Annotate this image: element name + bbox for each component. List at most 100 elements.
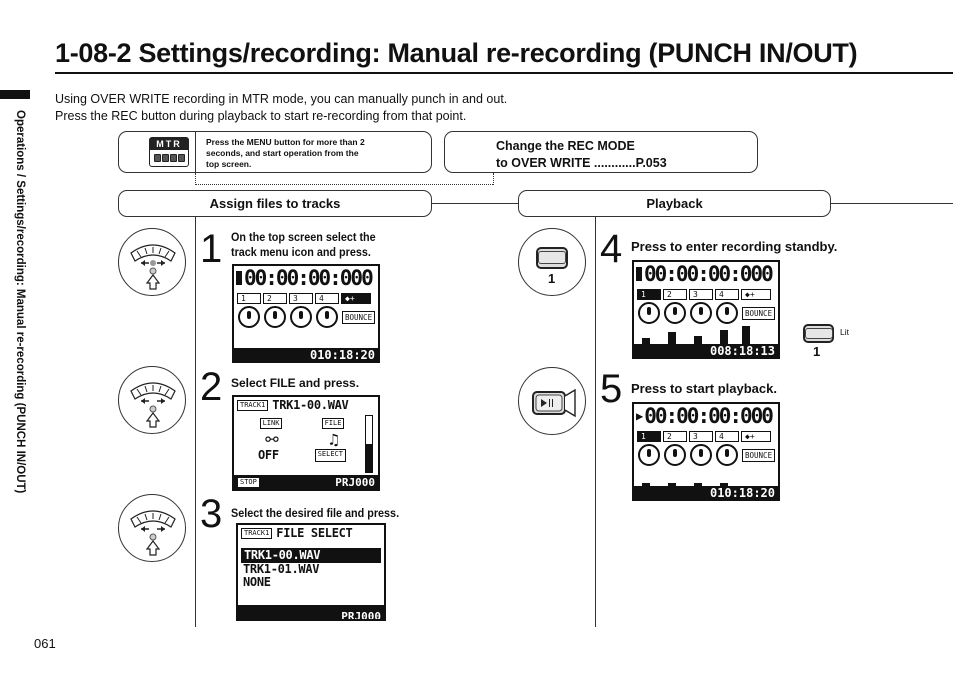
counter-bar: 008:18:13 [634, 344, 778, 358]
mtr-note-box: MTR Press the MENU button for more than … [118, 131, 432, 173]
track-indicator: 2 [263, 293, 287, 304]
step-4-text: Press to enter recording standby. [631, 239, 838, 254]
pan-knob [316, 306, 338, 328]
link-value: OFF [257, 448, 279, 462]
step-number: 3 [200, 492, 223, 536]
step-1-line-1: On the top screen select the [231, 230, 376, 244]
track-menu-icon: ◆+ [741, 431, 771, 442]
track-indicator: 3 [689, 431, 713, 442]
file-select-title: FILE SELECT [276, 526, 353, 540]
play-pause-button-icon [532, 388, 576, 418]
side-section-label: Operations / Settings/recording: Manual … [14, 110, 26, 494]
column-divider-right [595, 217, 596, 627]
connector-dotted [493, 173, 494, 185]
menu-dial-icon [118, 494, 186, 562]
bounce-label: BOUNCE [742, 448, 776, 462]
rec-mode-box: Change the REC MODE to OVER WRITE ......… [444, 131, 758, 173]
file-list-item[interactable]: NONE [243, 575, 271, 589]
step-3-text: Select the desired file and press. [231, 506, 400, 520]
pan-knob [238, 306, 260, 328]
track-button-circle: 1 [518, 228, 586, 296]
step-1-text: On the top screen select the track menu … [231, 230, 376, 260]
step-number: 5 [600, 367, 623, 411]
track-indicator: 2 [663, 289, 687, 300]
track-indicator: 3 [689, 289, 713, 300]
mtr-note-line-3: top screen. [206, 159, 252, 169]
link-icon: ⚯ [265, 430, 279, 449]
lit-label: Lit [840, 327, 849, 337]
file-icon: ♫ [329, 430, 339, 449]
play-indicator-icon: ▶ [636, 409, 644, 423]
step-2-text: Select FILE and press. [231, 376, 360, 390]
link-option: LINK [259, 418, 283, 429]
track-button-lit-icon [803, 324, 834, 343]
lcd-file-menu: TRACK1 TRK1-00.WAV LINK FILE ⚯ ♫ OFF SEL… [232, 395, 380, 491]
bounce-label: BOUNCE [342, 310, 376, 324]
project-name: PRJ000 [341, 610, 381, 621]
track-button-icon [536, 247, 568, 269]
intro-line-1: Using OVER WRITE recording in MTR mode, … [55, 92, 508, 106]
select-option: SELECT [314, 449, 346, 462]
bounce-label: BOUNCE [742, 306, 776, 320]
track-tag: TRACK1 [241, 528, 273, 539]
title-rule [55, 72, 953, 74]
track-indicator: 1 [237, 293, 261, 304]
pan-knob [716, 302, 738, 324]
timer-display: 00:00:00:000 [244, 266, 374, 290]
track-menu-icon: ◆+ [341, 293, 371, 304]
file-list-item-selected[interactable]: TRK1-00.WAV [241, 548, 381, 563]
step-1-line-2: track menu icon and press. [231, 245, 371, 259]
lcd-playback-screen: ▶ 00:00:00:000 1 2 3 4 ◆+ BOUNCE 010:18:… [632, 402, 780, 501]
step-number: 1 [200, 227, 223, 271]
menu-dial-icon [118, 228, 186, 296]
track-button-number: 1 [548, 271, 556, 286]
track-indicator-armed: 1 [637, 431, 661, 442]
mtr-mode-icon: MTR [149, 137, 189, 167]
rec-mode-text: Change the REC MODE to OVER WRITE ......… [496, 138, 667, 172]
file-option: FILE [321, 418, 345, 429]
scroll-bar [365, 415, 373, 473]
pan-knob [264, 306, 286, 328]
status-bar: STOP PRJ000 [234, 475, 378, 489]
track-tag: TRACK1 [237, 400, 269, 411]
intro-line-2: Press the REC button during playback to … [55, 109, 467, 123]
section-header-assign: Assign files to tracks [118, 190, 432, 217]
step-number: 4 [600, 227, 623, 271]
section-header-playback: Playback [518, 190, 831, 217]
track-indicator: 4 [715, 431, 739, 442]
menu-dial-icon [118, 366, 186, 434]
page-title: 1-08-2 Settings/recording: Manual re-rec… [55, 38, 858, 68]
file-name: TRK1-00.WAV [272, 398, 349, 412]
track-indicator: 4 [315, 293, 339, 304]
step-number: 2 [200, 365, 223, 409]
lit-button-number: 1 [813, 344, 821, 359]
rec-mode-line-1: Change the REC MODE [496, 139, 635, 153]
mtr-note-text: Press the MENU button for more than 2 se… [206, 137, 365, 170]
pan-knob [690, 444, 712, 466]
section-tab-marker [0, 90, 30, 99]
counter-bar: 010:18:20 [634, 486, 778, 500]
status-bar: PRJ000 [238, 605, 384, 619]
pan-knob [638, 444, 660, 466]
counter-bar: 010:18:20 [234, 348, 378, 361]
level-meters [634, 324, 778, 344]
lcd-standby-screen: 00:00:00:000 1 2 3 4 ◆+ BOUNCE 008:18:13 [632, 260, 780, 359]
pan-knob [664, 444, 686, 466]
file-list-item[interactable]: TRK1-01.WAV [243, 562, 320, 576]
mtr-note-line-1: Press the MENU button for more than 2 [206, 137, 365, 147]
play-pause-circle [518, 367, 586, 435]
connector-dotted [195, 173, 196, 185]
stop-indicator: STOP [237, 476, 260, 488]
track-indicator: 2 [663, 431, 687, 442]
pan-knob [690, 302, 712, 324]
pan-knob [664, 302, 686, 324]
step-5-text: Press to start playback. [631, 381, 777, 396]
track-indicator: 3 [289, 293, 313, 304]
pan-knob [290, 306, 312, 328]
track-indicator: 4 [715, 289, 739, 300]
pan-knob [716, 444, 738, 466]
track-indicator-armed: 1 [637, 289, 661, 300]
counter-display: 008:18:13 [709, 344, 775, 358]
lcd-file-select: TRACK1 FILE SELECT TRK1-00.WAV TRK1-01.W… [236, 523, 386, 621]
counter-display: 010:18:20 [709, 486, 775, 500]
